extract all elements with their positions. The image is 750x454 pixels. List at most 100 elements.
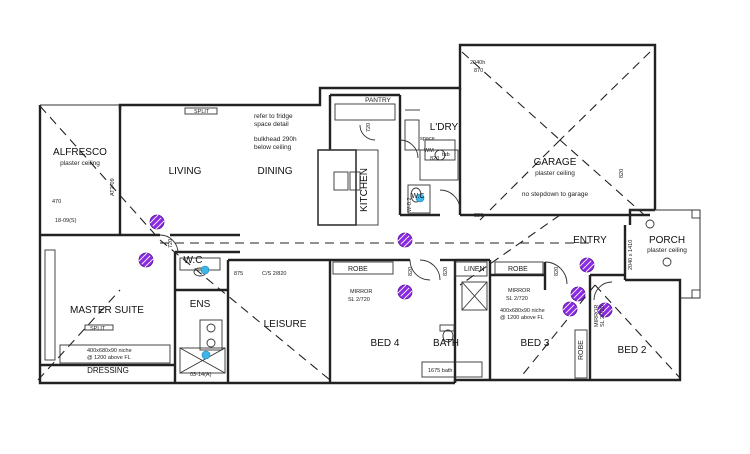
dim-875: 875 (234, 271, 243, 277)
wm-label: WM (424, 148, 434, 154)
space-label: space (420, 136, 435, 142)
marker-hatch (397, 232, 407, 242)
split-note-master: SPLIT (90, 326, 106, 332)
master-suite-label: MASTER SUITE (70, 305, 144, 316)
fridge-note: refer to fridge (254, 113, 293, 120)
dim-2040h: 2040h (470, 60, 485, 66)
dim-18-09: 18-09(S) (55, 218, 77, 224)
niche-master-height: @ 1200 above FL (87, 355, 131, 361)
marker-hatch (579, 257, 589, 267)
bed2-label: BED 2 (618, 345, 647, 356)
wc-label: W.C (184, 255, 203, 266)
robes (332, 261, 588, 379)
marker-hatch (600, 305, 610, 315)
entry-label: ENTRY (573, 235, 607, 246)
marker-hatch (597, 302, 607, 312)
marker-hatch (585, 263, 595, 273)
marker-hatch (562, 301, 572, 311)
cs-dim: C/S 2/820 (262, 271, 286, 277)
exhaust-fan-ldry (415, 193, 425, 203)
niche-bath: 400x680x90 niche (500, 308, 545, 314)
marker-hatch (576, 292, 586, 302)
interior-walls (40, 88, 650, 383)
leisure-label: LEISURE (264, 319, 307, 330)
garage-step-note: no stepdown to garage (522, 191, 589, 198)
marker-hatch (155, 220, 165, 230)
dim-470: 470 (52, 199, 61, 205)
linen-label: LINEN (464, 266, 485, 273)
split-note-living: SPLIT (194, 109, 210, 115)
tub-label: tub (442, 152, 450, 158)
dim-820-bed4: 820 (408, 267, 414, 276)
alfresco-note: plaster ceiling (60, 160, 100, 167)
dim-820-bed3: 820 (554, 267, 560, 276)
marker-hatch (603, 308, 613, 318)
dressing-bench (44, 249, 171, 364)
porch-note: plaster ceiling (647, 247, 687, 254)
bulkhead-note: bulkhead 290h (254, 136, 297, 143)
dim-720-pantry: 720 (366, 123, 372, 132)
porch-label: PORCH (649, 235, 685, 246)
bed4-label: BED 4 (371, 338, 400, 349)
roof-hip-lines (37, 51, 681, 381)
dim-820-garage: 820 (474, 213, 483, 219)
marker-hatch (138, 252, 148, 262)
garage-note: plaster ceiling (535, 170, 575, 177)
marker-hatch (144, 258, 154, 268)
marker-hatch (570, 286, 580, 296)
marker-hatch (400, 287, 410, 297)
dim-820-ldry: 820 (430, 156, 439, 162)
bed3-label: BED 3 (521, 338, 550, 349)
bath-length: 1675 bath (428, 368, 452, 374)
marker-hatch (568, 307, 578, 317)
mirror-bed4-spec: SL 2/720 (348, 297, 370, 303)
mirror-bed2-spec: SL 2/720 (600, 305, 606, 327)
mirror-bed2: MIRROR (594, 305, 600, 327)
door-swings (159, 124, 613, 301)
dim-820-garage-side: 820 (619, 169, 625, 178)
mirror-bed3-spec: SL 2/720 (506, 296, 528, 302)
marker-hatch (582, 260, 592, 270)
garage-label: GARAGE (534, 157, 577, 168)
split-units (84, 107, 218, 331)
niche-bath-height: @ 1200 above FL (500, 315, 544, 321)
alfresco-label: ALFRESCO (53, 147, 107, 158)
marker-hatch (397, 284, 407, 294)
marker-hatch (400, 235, 410, 245)
wc2-code: W-0.2 (407, 197, 413, 212)
wc2-label: W.C (411, 193, 424, 200)
dim-entry-door: 2040 x 1410 (628, 240, 634, 270)
living-label: LIVING (169, 166, 202, 177)
exhaust-fan-wc (200, 265, 210, 275)
marker-hatch (152, 217, 162, 227)
bath-fixtures (421, 281, 488, 378)
marker-hatch (565, 304, 575, 314)
dim-03-14: 03-14(A) (190, 372, 212, 378)
dim-720-wc: 720 (168, 239, 174, 248)
marker-hatch (149, 214, 159, 224)
dim-at2: AT2-09 (110, 178, 116, 196)
dining-label: DINING (258, 166, 293, 177)
marker-hatch (141, 255, 151, 265)
mirror-bed3: MIRROR (508, 288, 530, 294)
niche-master: 400x680x90 niche (87, 348, 132, 354)
robe-bed2-label: ROBE (578, 340, 585, 360)
porch-posts (630, 209, 701, 299)
exhaust-fan-ens (201, 350, 211, 360)
marker-hatch (403, 238, 413, 248)
dim-820-bath: 820 (443, 267, 449, 276)
pantry-label: PANTRY (365, 97, 391, 104)
ldry-label: L'DRY (430, 122, 459, 133)
bath-label: BATH (433, 338, 459, 349)
dressing-label: DRESSING (87, 366, 129, 375)
kitchen-island (317, 149, 379, 226)
ens-label: ENS (190, 299, 211, 310)
marker-hatch (403, 290, 413, 300)
fridge-note-2: space detail (254, 121, 289, 128)
marker-hatch (573, 289, 583, 299)
robe-bed4-label: ROBE (348, 266, 368, 273)
dim-870: 870 (474, 68, 483, 74)
ceiling-markers (138, 193, 613, 360)
mirror-bed4: MIRROR (350, 289, 372, 295)
